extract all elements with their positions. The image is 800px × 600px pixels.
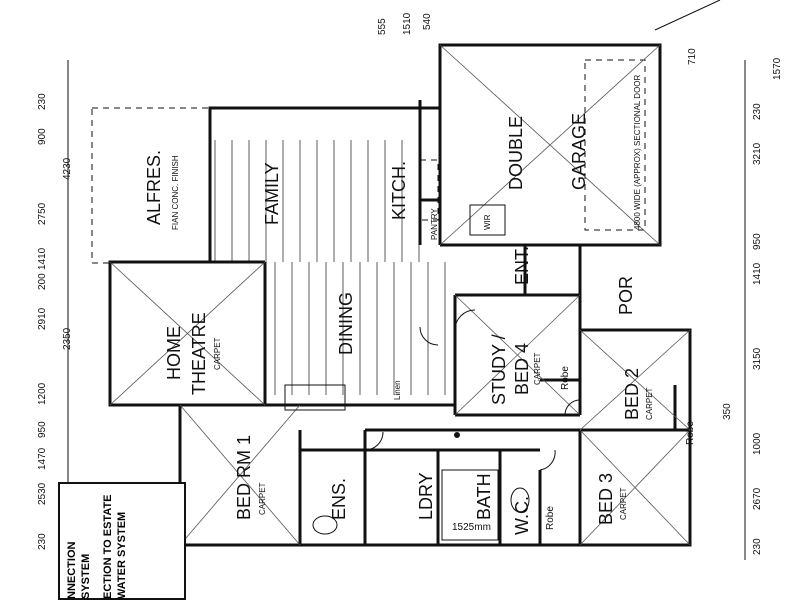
dim-right-7: 3210 [752, 142, 763, 165]
label-bed2-sub: CARPET [645, 387, 654, 420]
dim-right-4: 3150 [752, 347, 763, 370]
label-study: STUDY / [489, 334, 509, 405]
label-pantry: PANTRY [430, 208, 439, 240]
dim-left-10: 4230 [62, 157, 73, 180]
label-bedrm1: BED RM 1 [234, 435, 254, 520]
interior-walls [180, 100, 690, 545]
label-robe-bed2: Robe [685, 421, 696, 445]
dim-garage-left: 710 [687, 48, 698, 65]
leader-line [654, 0, 721, 31]
top-dimensions: 1510 555 540 710 1525mm [377, 12, 698, 533]
label-bed2: BED 2 [622, 368, 642, 420]
dim-left-12: 230 [37, 93, 48, 110]
label-theatre-sub: CARPET [213, 337, 222, 370]
dim-right-8: 230 [752, 103, 763, 120]
dim-top-2: 540 [422, 13, 433, 30]
garage-door-zone [584, 59, 646, 231]
label-ensuite: ENS. [329, 478, 349, 520]
label-ent: ENT. [512, 246, 532, 285]
label-dining: DINING [336, 292, 356, 355]
label-porch: POR [616, 276, 636, 315]
label-double: DOUBLE [506, 116, 526, 190]
label-family: FAMILY [262, 162, 282, 225]
dim-left-2: 1470 [37, 447, 48, 470]
label-bed4: BED 4 [512, 343, 532, 395]
label-alfresco: ALFRES. [144, 150, 164, 225]
label-linen: Linen [393, 380, 402, 400]
fridge-zone [419, 159, 439, 221]
label-alfresco-sub: FIAN CONC. FINISH [171, 155, 180, 230]
dim-left-8: 1410 [37, 247, 48, 270]
label-home: HOME [164, 326, 184, 380]
left-dimensions: 230 2530 1470 950 1200 2350 2910 200 141… [37, 60, 73, 555]
label-study-sub: CARPET [533, 352, 542, 385]
legend-line-4: WATER SYSTEM [116, 511, 128, 599]
wir-box [469, 204, 506, 236]
room-diagonals [109, 44, 691, 546]
dim-left-6: 2910 [37, 307, 48, 330]
label-robe-study: Robe [560, 366, 571, 390]
dim-left-7: 200 [37, 273, 48, 290]
label-garage-door: 4800 WIDE (APPROX) SECTIONAL DOOR [633, 74, 642, 230]
label-garage: GARAGE [569, 113, 589, 190]
label-bed3-sub: CARPET [619, 487, 628, 520]
smoke-detector-icon [454, 432, 460, 438]
dim-left-3: 950 [37, 421, 48, 438]
legend-line-2: SYSTEM [80, 553, 92, 599]
legend-box: NNECTION SYSTEM ECTION TO ESTATE WATER S… [58, 482, 186, 600]
dim-top-1: 555 [377, 18, 388, 35]
ensuite-vanity [312, 515, 338, 535]
dim-left-0: 230 [37, 533, 48, 550]
dim-right-1: 2670 [752, 487, 763, 510]
dim-left-5: 2350 [62, 327, 73, 350]
dim-left-11: 900 [37, 128, 48, 145]
legend-line-1: NNECTION [66, 541, 78, 599]
label-bath: BATH [474, 473, 494, 520]
door-swings [364, 309, 581, 471]
label-laundry: LDRY [416, 472, 436, 520]
wc-toilet [510, 487, 530, 513]
dim-left-4: 1200 [37, 382, 48, 405]
dim-left-9: 2750 [37, 202, 48, 225]
dim-right-6: 950 [752, 233, 763, 250]
label-theatre: THEATRE [189, 312, 209, 395]
dim-right-5: 1410 [752, 262, 763, 285]
dim-left-1: 2530 [37, 482, 48, 505]
label-wc: W.C. [512, 496, 532, 535]
dim-top-0: 1510 [402, 12, 413, 35]
label-kitchen: KITCH. [389, 161, 409, 220]
bath-tub [441, 469, 499, 541]
dim-right-2: 1000 [752, 432, 763, 455]
label-wir: WIR [483, 214, 492, 230]
dim-right-9: 1570 [772, 57, 783, 80]
label-robe-wc: Robe [545, 506, 556, 530]
legend-line-3: ECTION TO ESTATE [102, 494, 114, 599]
outer-wall [108, 43, 692, 547]
dining-floor-hatch [274, 262, 446, 395]
label-bed3: BED 3 [596, 473, 616, 525]
label-bedrm1-sub: CARPET [258, 482, 267, 515]
right-dimensions: 230 2670 1000 350 3150 1410 950 3210 230… [722, 57, 783, 560]
dim-bath-width: 1525mm [452, 522, 491, 533]
tv-nook [284, 384, 346, 411]
dim-right-0: 230 [752, 538, 763, 555]
dim-right-3: 350 [722, 403, 733, 420]
